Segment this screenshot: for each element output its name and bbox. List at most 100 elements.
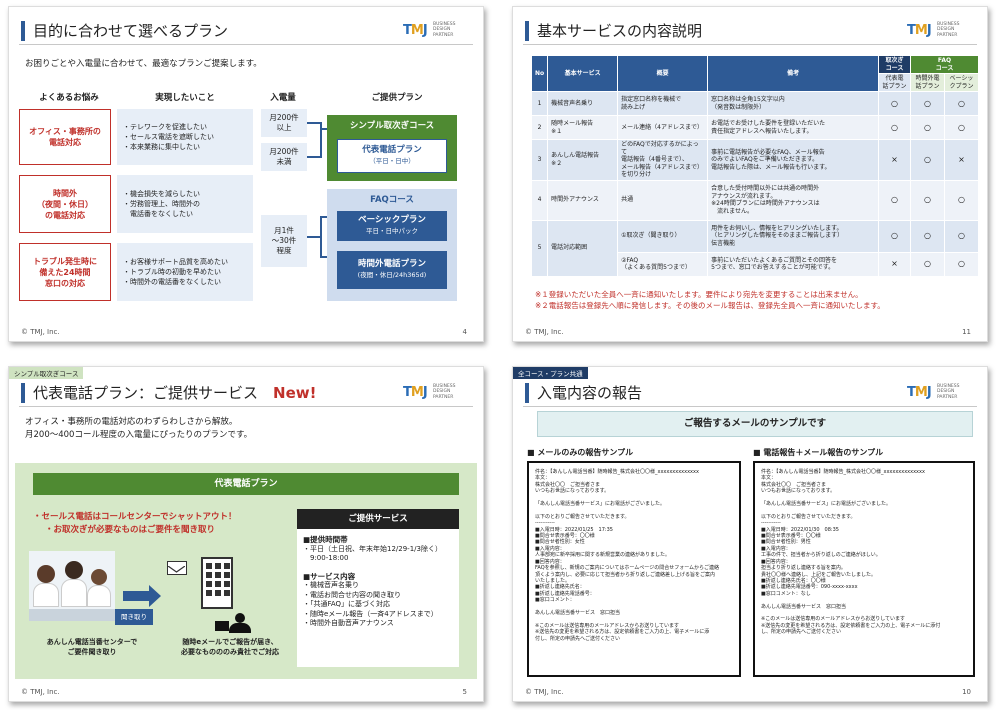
cell-remarks: 事前に電話報告が必要なFAQ、メール報告 のみでよいFAQをご準備いただきます。… — [707, 139, 879, 181]
title-accent-bar — [525, 21, 529, 41]
cell-summary: ①取次ぎ（聞き取り） — [617, 219, 709, 253]
plan-card-jikan[interactable]: 時間外電話プラン (夜間・休日/24h365d) — [337, 251, 447, 289]
left-sample-heading: ■ メールのみの報告サンプル — [527, 448, 634, 457]
cell-mark: ○ — [910, 139, 945, 181]
cell-mark: ○ — [944, 91, 979, 116]
cell-no: 3 — [530, 139, 549, 181]
service-item: ・時間外自動音声アナウンス — [303, 619, 394, 627]
table-header: 基本サービス — [547, 55, 619, 92]
table-row: 3 あんしん電話報告 ※２ どのFAQで対応するかによって 電話報告（4番号まで… — [530, 139, 979, 181]
highlight-line: ・お取次ぎが必要なものはご要件を聞き取り — [45, 525, 216, 535]
cell-service: あんしん電話報告 ※２ — [547, 139, 619, 181]
footnotes: ※１登録いただいた全員へ一斉に通知いたします。要件により宛先を変更することは出来… — [535, 289, 885, 311]
course-title: シンプル取次ぎコース — [349, 121, 435, 131]
page-number: 11 — [962, 328, 971, 336]
service-box-title: ご提供サービス — [297, 509, 459, 529]
cell-summary: 指定窓口名称を機械で 読み上げ — [617, 91, 709, 116]
footer-copyright: © TMJ, Inc. — [525, 328, 564, 336]
cell-mark: ○ — [944, 115, 979, 140]
email-sample-phone-mail: 件名：【あんしん電話当番】随時報告_株式会社〇〇様_xxxxxxxxxxxxxx… — [753, 461, 975, 677]
arrow-icon — [123, 585, 161, 607]
cell-mark: ○ — [944, 179, 979, 221]
slide-lead: お困りごとや入電量に合わせて、最適なプランご提案します。 — [25, 59, 262, 69]
person-icon — [91, 569, 107, 585]
content-heading: ■サービス内容 — [303, 571, 356, 581]
want-box: ・機会損失を減らしたい ・労務管理上、時間外の 電話番をなくしたい — [117, 175, 253, 233]
cell-mark: × — [878, 139, 911, 181]
cell-summary: ②FAQ （よくある質問5つまで） — [617, 251, 709, 277]
cell-mark: × — [878, 251, 911, 277]
service-item: ・電話お問合せ内容の聞き取り — [303, 590, 401, 599]
sample-banner: ご報告するメールのサンプルです — [537, 411, 973, 437]
column-header: 入電量 — [270, 93, 296, 103]
course-tag: 全コース・プラン共通 — [513, 367, 588, 379]
cell-mark: ○ — [910, 91, 945, 116]
person-icon — [65, 561, 83, 579]
worker-icon — [215, 613, 263, 633]
cell-mark: × — [944, 139, 979, 181]
plan-panel: 代表電話プラン ・セールス電話はコールセンターでシャットアウト！ ・お取次ぎが必… — [15, 463, 477, 679]
cell-remarks: お電話でお受けした要件を登録いただいた 責任指定アドレスへ報告いたします。 — [707, 115, 879, 140]
right-sample-heading: ■ 電話報告＋メール報告のサンプル — [753, 448, 884, 457]
want-box: ・テレワークを促進したい ・セールス電話を遮断したい ・本来業務に集中したい — [117, 109, 253, 165]
footnote: ※１登録いただいた全員へ一斉に通知いたします。要件により宛先を変更することは出来… — [535, 290, 863, 299]
plan-card-basic[interactable]: ベーシックプラン 平日・日中パック — [337, 211, 447, 241]
want-item: ・時間外の電話番をなくしたい — [123, 278, 221, 286]
footnote: ※２電話報告は登録先へ順に発信します。その後のメール報告は、登録先全員へ一斉に通… — [535, 301, 885, 310]
table-subheader: ベーシッ クプラン — [944, 73, 979, 92]
faq-course-box: FAQコース ベーシックプラン 平日・日中パック 時間外電話プラン (夜間・休日… — [327, 189, 457, 301]
slide-title: 代表電話プラン：ご提供サービス New! — [33, 382, 316, 403]
cell-mark: ○ — [910, 179, 945, 221]
operators-illustration — [29, 551, 115, 621]
cell-summary: どのFAQで対応するかによって 電話報告（4番号まで）、 メール報告（4アドレス… — [617, 139, 709, 181]
table-header: 取次ぎ コース — [878, 55, 911, 74]
plan-sub: （平日・日中） — [369, 157, 415, 165]
page-number: 5 — [462, 688, 467, 696]
cell-remarks: 用件をお伺いし、情報をヒアリングいたします。 （ヒアリングした情報をそのままご報… — [707, 219, 879, 253]
footer-copyright: © TMJ, Inc. — [21, 688, 60, 696]
problem-card: 時間外 （夜間・休日） の電話対応 — [19, 175, 111, 233]
table-subheader: 代表電 話プラン — [878, 73, 911, 92]
plan-card-daihyo[interactable]: 代表電話プラン （平日・日中） — [337, 139, 447, 173]
new-badge: New! — [273, 384, 317, 402]
services-table: No 基本サービス 概要 備考 取次ぎ コース FAQ コース 代表電 話プラン… — [530, 55, 979, 277]
cell-mark: ○ — [910, 115, 945, 140]
cell-summary: メール連絡（4アドレスまで） — [617, 115, 709, 140]
footer-copyright: © TMJ, Inc. — [525, 688, 564, 696]
volume-box: 月200件 未満 — [261, 143, 307, 171]
cell-no: 5 — [530, 219, 549, 277]
cell-summary: 共通 — [617, 179, 709, 221]
table-row: 5 電話対応範囲 ①取次ぎ（聞き取り） 用件をお伺いし、情報をヒアリングいたしま… — [530, 219, 979, 277]
highlight-line: ・セールス電話はコールセンターでシャットアウト！ — [33, 512, 237, 522]
cell-mark: ○ — [944, 219, 979, 253]
want-item: ・本来業務に集中したい — [123, 143, 200, 151]
page-number: 10 — [962, 688, 971, 696]
building-windows — [206, 563, 230, 596]
cell-mark: ○ — [910, 219, 945, 253]
mail-icon — [167, 561, 187, 575]
want-box: ・お客様サポート品質を高めたい ・トラブル時の初動を早めたい ・時間外の電話番を… — [117, 243, 253, 301]
column-header: よくあるお悩み — [39, 93, 99, 103]
title-text: 代表電話プラン：ご提供サービス — [33, 384, 259, 402]
cell-no: 1 — [530, 91, 549, 116]
table-header: No — [530, 55, 549, 92]
plan-name: ベーシックプラン — [358, 215, 426, 225]
want-item: ・お客様サポート品質を高めたい — [123, 258, 228, 266]
table-row: 2 随時メール報告 ※１ メール連絡（4アドレスまで） お電話でお受けした要件を… — [530, 115, 979, 140]
want-item: ・トラブル時の初動を早めたい — [123, 268, 221, 276]
page-number: 4 — [462, 328, 467, 336]
table-header: 備考 — [707, 55, 879, 92]
title-accent-bar — [21, 383, 25, 403]
cell-no: 4 — [530, 179, 549, 221]
